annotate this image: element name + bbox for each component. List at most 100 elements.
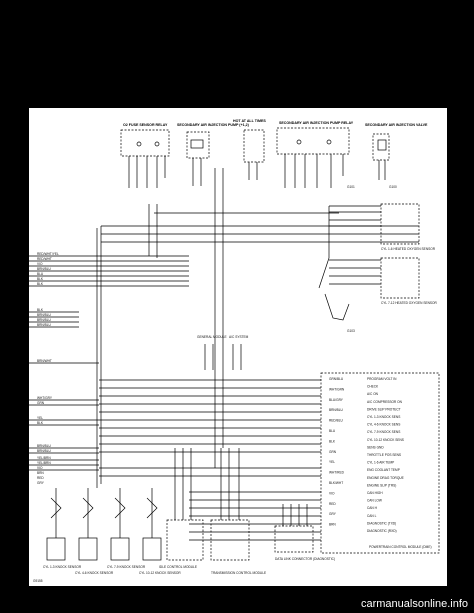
harness-wire-label: BRN/BLU xyxy=(37,449,52,453)
wire-color-label: GRY xyxy=(329,512,337,516)
pcm-pin-label: PROGRAM VOLT IN xyxy=(367,377,397,381)
pcm-pin-label: CYL 4-6 KNOCK SENS xyxy=(367,423,400,427)
knock-sensor-label: CYL 10-12 KNOCK SENSOR xyxy=(139,571,181,575)
label-tcm: TRANSMISSION CONTROL MODULE xyxy=(211,571,266,575)
pcm-pin-label: CYL 10-12 KNOCK SENS xyxy=(367,438,404,442)
pcm-pin-label: SENS GND xyxy=(367,445,384,449)
label-sec-air-valve: SECONDARY AIR INJECTION VALVE xyxy=(365,123,428,127)
wire-color-label: VIO xyxy=(329,491,335,495)
harness-wire-label: BLU xyxy=(37,272,44,276)
sec-air-valve-box xyxy=(372,133,390,161)
diagram-labels: O2 FUSE SENSOR RELAY SECONDARY AIR INJEC… xyxy=(33,119,437,583)
pcm-pin-label: DIAGNOSTIC (TXD) xyxy=(367,521,396,525)
harness-wire-label: BRN/BLU xyxy=(37,444,52,448)
wire-color-label: BLU xyxy=(329,429,336,433)
wiring-diagram: O2 FUSE SENSOR RELAY SECONDARY AIR INJEC… xyxy=(29,119,440,583)
o2-sensor-2-box xyxy=(380,257,420,299)
label-sec-air-relay: SECONDARY AIR INJECTION PUMP RELAY xyxy=(279,121,354,125)
harness-wire-label: RED xyxy=(37,476,44,480)
harness-wire-label: GRN xyxy=(37,401,45,405)
ground-label: G103 xyxy=(347,329,355,333)
wire-color-label: RED xyxy=(329,502,336,506)
knock-sensor-label: CYL 7-9 KNOCK SENSOR xyxy=(107,565,146,569)
figure-number: G9155 xyxy=(33,579,43,583)
dlc-box xyxy=(274,525,314,553)
wire-color-label: RED/BLU xyxy=(329,419,344,423)
label-sec-air-pump: SECONDARY AIR INJECTION PUMP (+1,2) xyxy=(177,123,250,127)
harness-wire-label: GRY xyxy=(37,481,45,485)
o2-relay-box xyxy=(120,129,170,157)
harness-wire-label: BRN/BLU xyxy=(37,267,52,271)
harness-wire-label: RED/WHT/YEL xyxy=(37,252,59,256)
wire-color-label: BRN xyxy=(329,523,336,527)
schematic-sheet: O2 FUSE SENSOR RELAY SECONDARY AIR INJEC… xyxy=(29,108,447,586)
harness-wire-label: RED/WHT xyxy=(37,257,52,261)
pcm-pin-label: CAN H xyxy=(367,506,378,510)
harness-wire-label: BRN/BLU xyxy=(37,318,52,322)
pcm-pin-label: DRIVE SLIP PROTECT xyxy=(367,407,401,411)
harness-wire-label: BLK xyxy=(37,308,44,312)
wire-color-label: WHT/RED xyxy=(329,471,345,475)
pcm-pin-labels: PROGRAM VOLT IN CHECK A/C ON A/C COMPRESSOR… xyxy=(367,377,404,533)
label-general-module: GENERAL MODULE xyxy=(197,335,227,339)
label-dlc: DATA LINK CONNECTOR (DIAGNOSTIC) xyxy=(275,557,335,561)
pcm-pin-label: THROTTLE POS SENS xyxy=(367,453,401,457)
label-ac-system: A/C SYSTEM xyxy=(229,335,249,339)
label-o2-sensor-1: CYL 1-6 HEATED OXYGEN SENSOR xyxy=(381,247,436,251)
pcm-pin-label: CYL 1-3 KNOCK SENS xyxy=(367,415,400,419)
wire-color-label: BLU/GRY xyxy=(329,398,344,402)
label-o2-sensor-2: CYL 7-12 HEATED OXYGEN SENSOR xyxy=(381,301,437,305)
harness-wire-label: BLK xyxy=(37,421,44,425)
pcm-pin-label: DIAGNOSTIC (RXD) xyxy=(367,529,397,533)
ground-label: G100 xyxy=(389,185,397,189)
label-o2-relay: O2 FUSE SENSOR RELAY xyxy=(123,123,168,127)
harness-wire-label: BRN/BLU xyxy=(37,313,52,317)
wire-color-label: GRN xyxy=(329,450,337,454)
idle-control-module xyxy=(166,519,204,561)
watermark: carmanualsonline.info xyxy=(360,598,468,610)
pcm-pin-label: A/C ON xyxy=(367,392,379,396)
sec-air-pump-box xyxy=(186,131,210,159)
pcm-pin-label: CYL 7-9 KNOCK SENS xyxy=(367,430,400,434)
pcm-pin-label: ENGINE SLIP (TRS) xyxy=(367,483,396,487)
wire-color-label: GRN/BLU xyxy=(329,377,344,381)
harness-wire-label: BLK xyxy=(37,282,44,286)
pcm-pin-label: CHECK xyxy=(367,385,379,389)
pcm-box xyxy=(320,372,440,554)
knock-sensor-4 xyxy=(142,537,162,561)
knock-sensor-label: CYL 4-6 KNOCK SENSOR xyxy=(75,571,114,575)
pcm-pin-label: CYL 1-6 AIR TEMP xyxy=(367,461,394,465)
harness-wire-label: WHT/GRY xyxy=(37,396,53,400)
harness-wire-label: BLK xyxy=(37,277,44,281)
wire-color-label: BLK/WHT xyxy=(329,481,343,485)
harness-wire-label: YEL xyxy=(37,416,43,420)
knock-sensor-3 xyxy=(110,537,130,561)
wire-color-label: BLK xyxy=(329,439,336,443)
harness-wire-label: BRN xyxy=(37,471,44,475)
ground-label: G101 xyxy=(347,185,355,189)
harness-wire-label: VIO xyxy=(37,262,43,266)
knock-sensor-label: CYL 1-3 KNOCK SENSOR xyxy=(43,565,82,569)
harness-wire-label: YEL/BRN xyxy=(37,461,51,465)
pcm-pin-label: CAN LOW xyxy=(367,499,382,503)
harness-wire-label: VIO xyxy=(37,466,43,470)
label-idle-module: IDLE CONTROL MODULE xyxy=(159,565,197,569)
o2-sensor-1-box xyxy=(380,203,420,245)
harness-wire-label: BRN/BLU xyxy=(37,323,52,327)
harness-wire-label: YEL/BRN xyxy=(37,456,51,460)
label-pcm: POWERTRAIN CONTROL MODULE (DME) xyxy=(369,545,432,549)
pcm-pin-label: CAN HIGH xyxy=(367,491,383,495)
label-hot-all-times: HOT AT ALL TIMES xyxy=(233,119,266,123)
knock-sensor-1 xyxy=(46,537,66,561)
left-harness-labels: RED/WHT/YELRED/WHTVIOBRN/BLUBLUBLKBLKBLK… xyxy=(37,252,59,485)
pcm-pin-label: ENGINE DRAG TORQUE xyxy=(367,476,404,480)
hot-all-times-box xyxy=(243,129,265,163)
pcm-pin-label: CAN L xyxy=(367,514,377,518)
knock-sensor-2 xyxy=(78,537,98,561)
wire-color-label: YEL xyxy=(329,460,335,464)
pcm-pin-label: A/C COMPRESSOR ON xyxy=(367,400,403,404)
wire-color-label: BRN/BLU xyxy=(329,408,344,412)
wire-color-labels: GRN/BLUWHT/GRNBLU/GRYBRN/BLURED/BLUBLUBL… xyxy=(329,377,345,527)
tcm-box xyxy=(210,519,250,561)
sec-air-relay-box xyxy=(276,127,350,155)
